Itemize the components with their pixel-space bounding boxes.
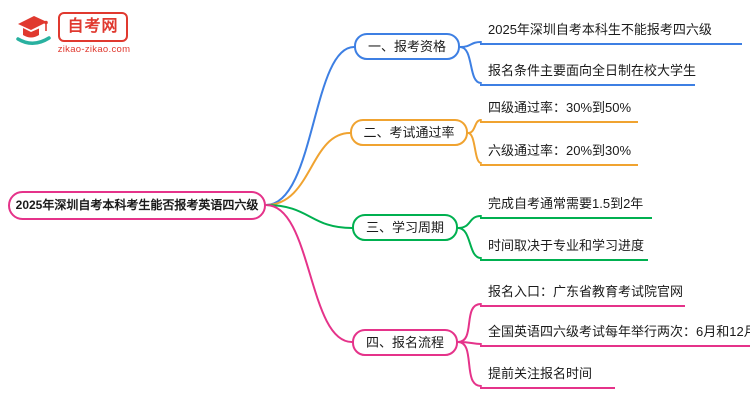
- leaf-node: 完成自考通常需要1.5到2年: [480, 193, 652, 219]
- leaf-node: 时间取决于专业和学习进度: [480, 235, 648, 261]
- connector-branch-3-leaf-2: [457, 227, 482, 259]
- connector-branch-1-leaf-2: [459, 46, 482, 84]
- leaf-node: 六级通过率：20%到30%: [480, 140, 638, 166]
- logo-wordmark-frame: 自考网: [58, 12, 128, 42]
- connector-root-branch-3: [265, 204, 353, 229]
- connector-branch-4-leaf-1: [457, 303, 482, 343]
- leaf-node: 四级通过率：30%到50%: [480, 97, 638, 123]
- leaf-node: 报名入口：广东省教育考试院官网: [480, 281, 685, 307]
- logo-wordmark: 自考网: [67, 18, 119, 35]
- leaf-node: 全国英语四六级考试每年举行两次：6月和12月: [480, 321, 750, 347]
- logo-domain-text: zikao-zikao.com: [57, 44, 131, 55]
- connector-branch-1-leaf-1: [459, 41, 482, 48]
- branch-exam-pass-rate: 二、考试通过率: [350, 119, 468, 146]
- connector-branch-4-leaf-3: [457, 341, 482, 387]
- leaf-node: 提前关注报名时间: [480, 363, 615, 389]
- connector-root-branch-2: [265, 132, 351, 206]
- root-topic-node: 2025年深圳自考本科考生能否报考英语四六级: [8, 191, 266, 220]
- leaf-node: 报名条件主要面向全日制在校大学生: [480, 60, 696, 86]
- leaf-node: 2025年深圳自考本科生不能报考四六级: [480, 19, 742, 45]
- branch-study-cycle: 三、学习周期: [352, 214, 458, 241]
- connector-root-branch-4: [265, 204, 353, 343]
- site-logo: 自考网 zikao-zikao.com: [12, 8, 162, 60]
- branch-application-eligibility: 一、报考资格: [354, 33, 460, 60]
- connector-root-branch-1: [265, 46, 355, 206]
- connector-branch-3-leaf-1: [457, 215, 482, 229]
- branch-registration-process: 四、报名流程: [352, 329, 458, 356]
- graduation-cap-icon: [16, 16, 51, 45]
- connector-branch-2-leaf-2: [467, 132, 482, 164]
